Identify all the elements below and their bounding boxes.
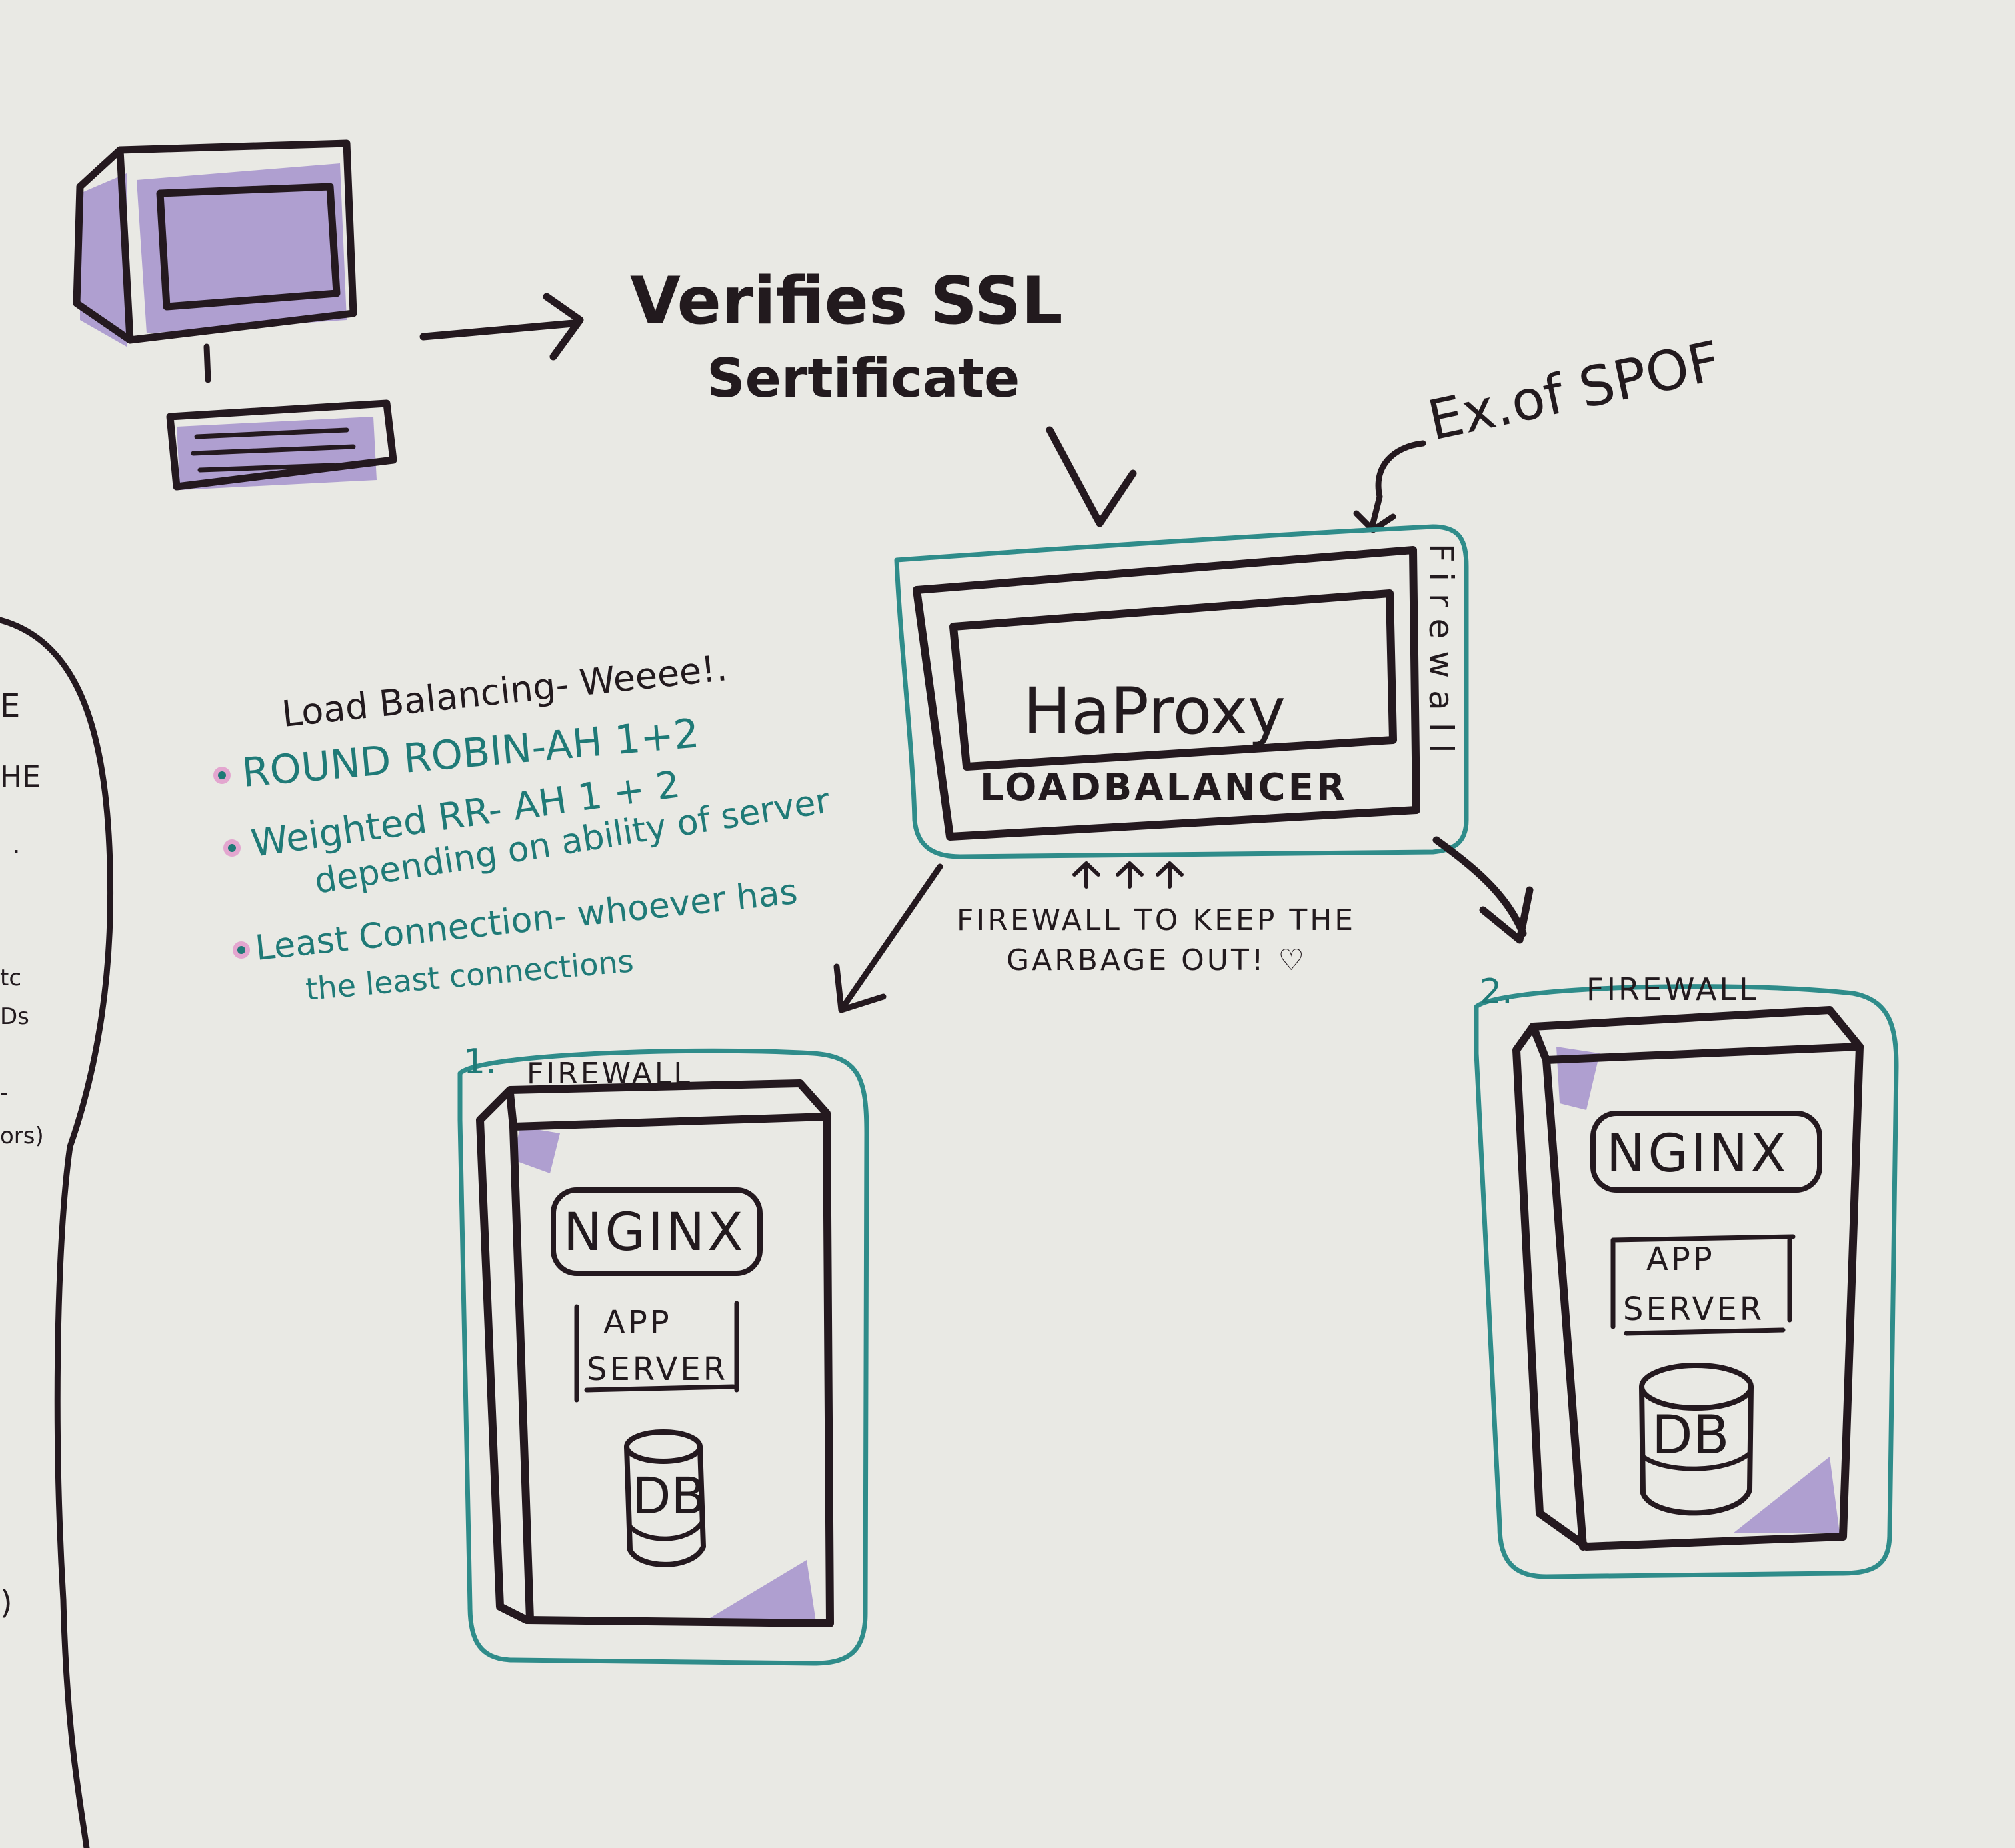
haproxy-label: HaProxy bbox=[1023, 674, 1286, 749]
lb-firewall-side-label: Firewall bbox=[1422, 543, 1460, 765]
server-2-database-icon bbox=[1639, 1363, 1754, 1516]
ssl-down-arrow bbox=[1046, 426, 1137, 527]
server-1: 1. FIREWALL NGINX APP SERVER DB bbox=[457, 1042, 869, 1666]
server-2-app-line2: SERVER bbox=[1623, 1291, 1764, 1328]
left-fragment-3: tc bbox=[0, 965, 21, 991]
left-fragment-5: - bbox=[0, 1079, 8, 1106]
spof-note: Ex.of SPOF bbox=[1422, 329, 1726, 453]
spof-arrow bbox=[1370, 440, 1426, 527]
arrow-to-server-1 bbox=[840, 863, 943, 1010]
server-2-nginx-label: NGINX bbox=[1606, 1124, 1789, 1184]
left-fragment-2: . bbox=[12, 829, 21, 860]
server-1-database-icon bbox=[624, 1429, 706, 1567]
left-fragment-0: E bbox=[0, 687, 20, 725]
server-2-app-line1: APP bbox=[1646, 1241, 1715, 1278]
client-computer-icon bbox=[73, 139, 397, 491]
server-1-number: 1. bbox=[463, 1042, 497, 1082]
firewall-up-arrows-icon bbox=[1072, 861, 1184, 889]
server-2-db-label: DB bbox=[1652, 1404, 1729, 1466]
arrow-to-server-1-head bbox=[833, 963, 887, 1013]
server-2-number: 2. bbox=[1480, 972, 1513, 1012]
ssl-note-line1: Verifies SSL bbox=[630, 263, 1063, 339]
client-arrow-line bbox=[419, 319, 577, 341]
firewall-note-line1: FIREWALL TO KEEP THE bbox=[957, 903, 1356, 937]
server-1-nginx-label: NGINX bbox=[563, 1203, 746, 1263]
ssl-note-line2: Sertificate bbox=[707, 347, 1020, 409]
load-balancer: HaProxy LOADBALANCER Firewall bbox=[894, 524, 1469, 859]
firewall-note-line2: GARBAGE OUT! ♡ bbox=[1007, 943, 1307, 977]
arrow-to-server-2-head bbox=[1479, 886, 1534, 944]
server-2-nginx-box bbox=[1590, 1111, 1822, 1193]
left-fragment-1: HE bbox=[0, 760, 41, 794]
client-arrow-head bbox=[543, 293, 584, 361]
left-fragment-7: ) bbox=[0, 1584, 13, 1621]
left-fragment-4: Ds bbox=[0, 1003, 29, 1030]
arrow-to-server-2 bbox=[1432, 836, 1527, 937]
server-1-app-line2: SERVER bbox=[587, 1351, 728, 1388]
server-2: 2. FIREWALL NGINX APP SERVER DB bbox=[1474, 971, 1899, 1579]
server-1-db-label: DB bbox=[632, 1466, 706, 1525]
server-2-firewall-label: FIREWALL bbox=[1586, 971, 1759, 1007]
server-1-nginx-box bbox=[551, 1187, 763, 1276]
left-edge-panel: E HE . tc Ds - ors) ) bbox=[0, 617, 114, 1848]
load-balancer-label: LOADBALANCER bbox=[980, 766, 1348, 809]
left-fragment-6: ors) bbox=[0, 1123, 44, 1149]
load-balancing-notes: Load Balancing- Weeee!. ROUND ROBIN-AH 1… bbox=[213, 647, 833, 1007]
server-1-app-line1: APP bbox=[603, 1304, 672, 1341]
